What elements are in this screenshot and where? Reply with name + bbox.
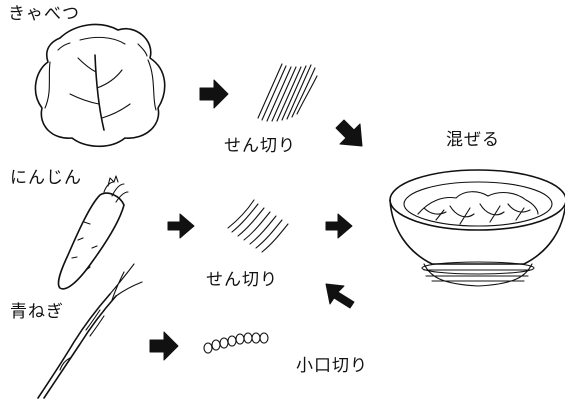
- cabbage-label: きゃべつ: [8, 4, 80, 24]
- arrow-down-right-icon: [335, 119, 363, 147]
- green-onion-cut-label: 小口切り: [296, 356, 368, 376]
- carrot-icon: [57, 175, 129, 290]
- arrow-right-icon: [167, 213, 195, 239]
- cabbage-cut-label: せん切り: [224, 136, 296, 156]
- shredded-cabbage-icon: [257, 63, 318, 122]
- carrot-cut-label: せん切り: [206, 270, 278, 290]
- green-onion-label: 青ねぎ: [10, 302, 64, 322]
- shredded-carrot-icon: [227, 199, 289, 253]
- green-onion-icon: [37, 263, 143, 399]
- arrow-right-icon: [149, 331, 179, 361]
- carrot-label: にんじん: [10, 168, 82, 188]
- arrow-right-icon: [199, 79, 229, 109]
- cabbage-icon: [34, 23, 166, 148]
- arrow-right-icon: [325, 213, 353, 239]
- result-label: 混ぜる: [446, 130, 500, 150]
- salad-bowl-icon: [389, 169, 565, 287]
- sliced-onion-icon: [203, 332, 269, 354]
- arrow-down-right-icon: [325, 283, 355, 309]
